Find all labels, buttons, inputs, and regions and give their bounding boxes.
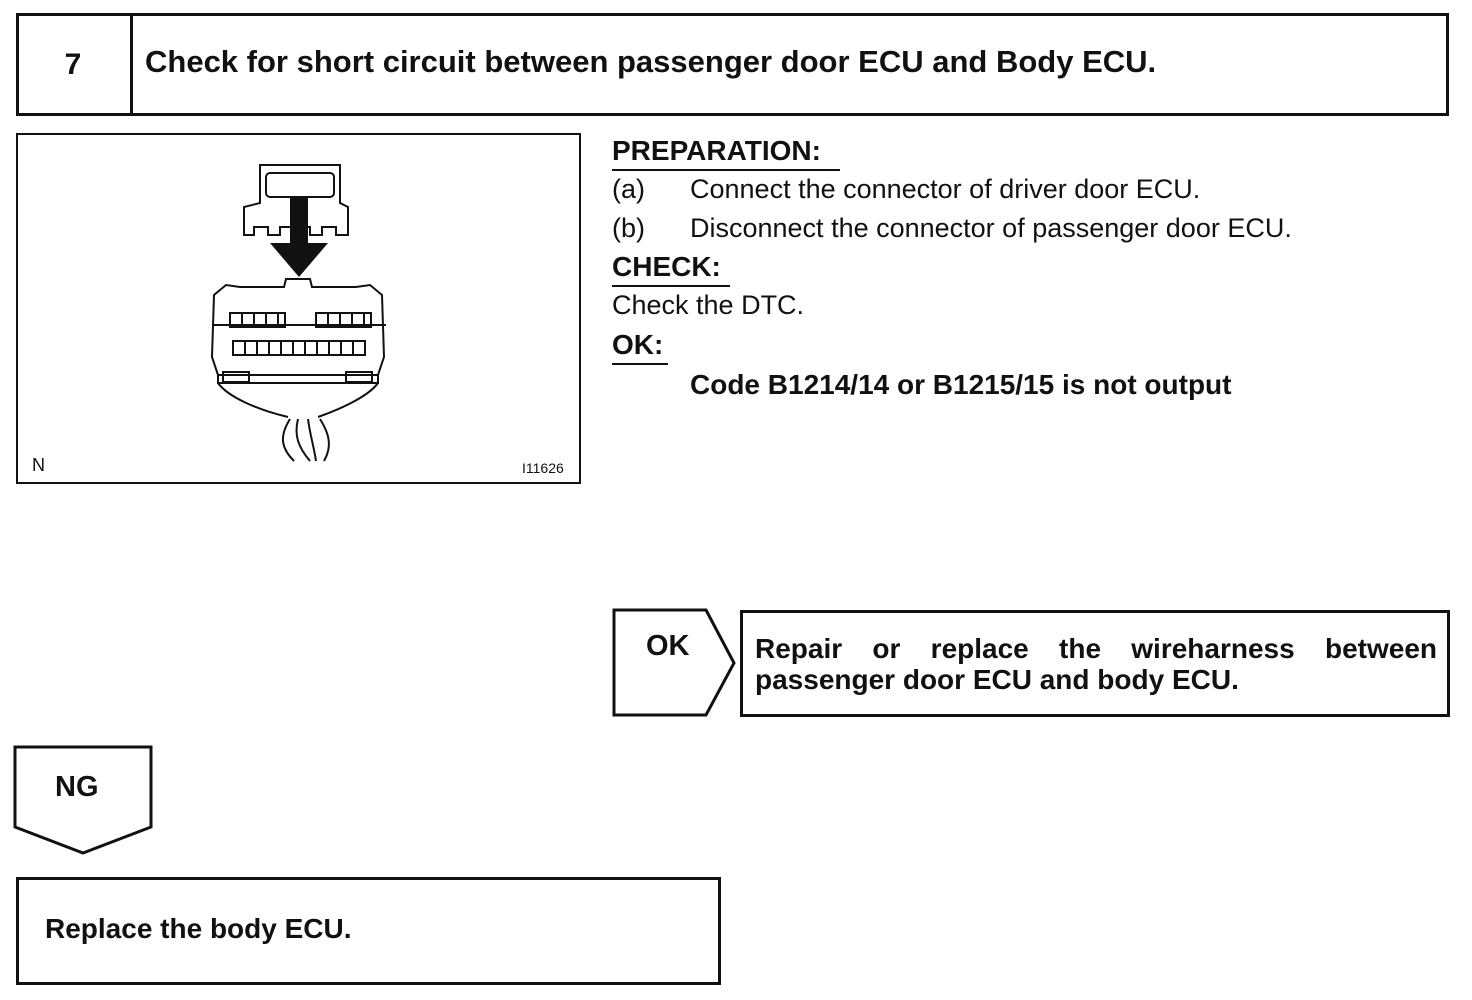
ok-badge-arrow bbox=[612, 608, 736, 717]
figure-label-n: N bbox=[32, 455, 45, 475]
step-number: 7 bbox=[16, 13, 133, 116]
preparation-underline bbox=[612, 169, 840, 171]
preparation-item-b-tag: (b) bbox=[612, 213, 645, 243]
ng-result-action: Replace the body ECU. bbox=[45, 913, 352, 944]
ng-result-box bbox=[16, 877, 721, 985]
figure-id: I11626 bbox=[522, 460, 564, 476]
ok-criteria-value: Code B1214/14 or B1215/15 is not output bbox=[690, 369, 1232, 400]
connector-illustration bbox=[16, 133, 581, 484]
connector-diagram bbox=[210, 164, 386, 462]
ok-underline bbox=[612, 363, 668, 365]
ok-result-action: Repair or replace the wireharness betwee… bbox=[755, 633, 1437, 695]
ng-badge-arrow bbox=[13, 745, 153, 855]
preparation-heading: PREPARATION: bbox=[612, 135, 821, 166]
preparation-item-a: Connect the connector of driver door ECU… bbox=[690, 174, 1201, 204]
check-underline bbox=[612, 285, 730, 287]
ok-result-box bbox=[740, 610, 1450, 717]
preparation-item-b: Disconnect the connector of passenger do… bbox=[690, 213, 1292, 243]
check-text: Check the DTC. bbox=[612, 290, 805, 320]
step-title: Check for short circuit between passenge… bbox=[145, 44, 1157, 79]
ok-badge-label: OK bbox=[646, 630, 690, 662]
preparation-item-a-tag: (a) bbox=[612, 174, 645, 204]
ok-heading: OK: bbox=[612, 329, 664, 360]
ng-badge-label: NG bbox=[55, 771, 99, 803]
check-heading: CHECK: bbox=[612, 251, 721, 282]
step-header bbox=[16, 13, 1449, 116]
